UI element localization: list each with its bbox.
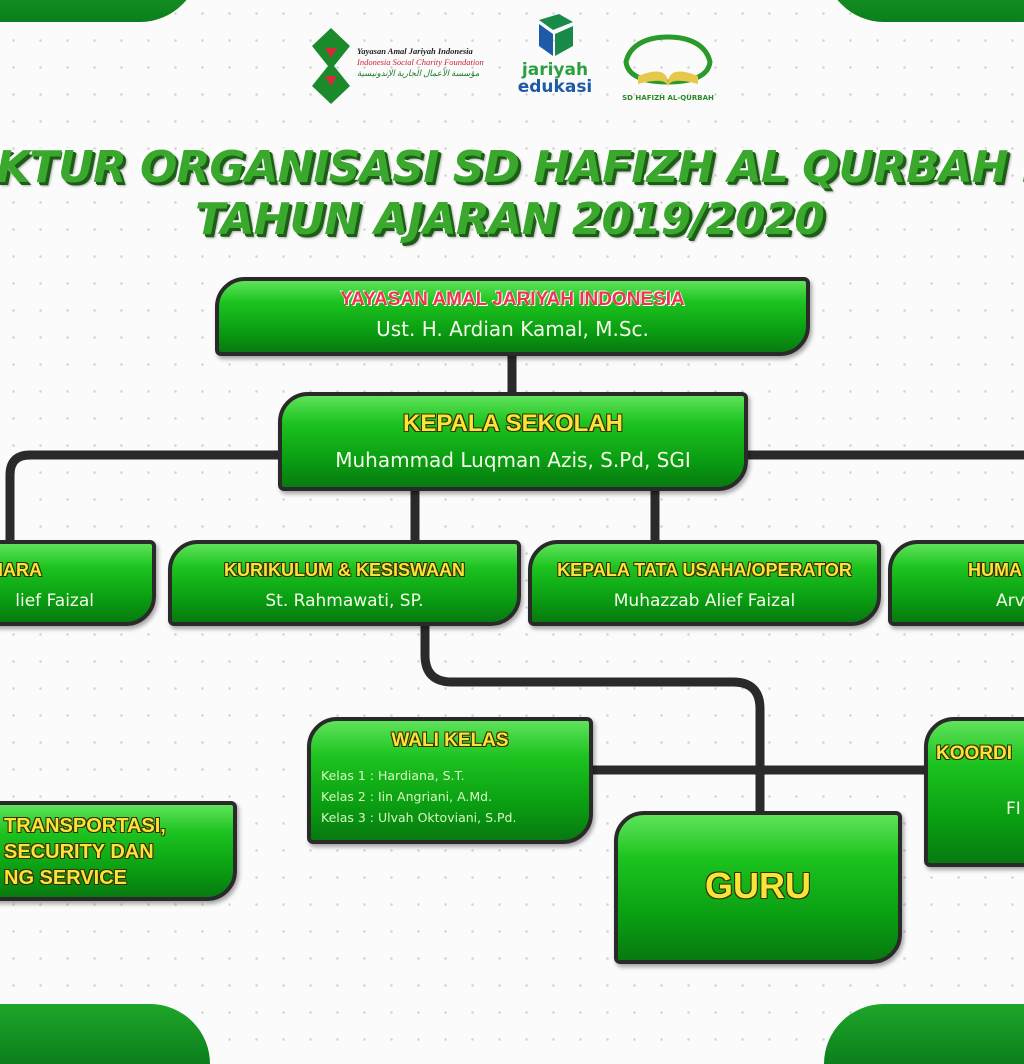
school-logo: SD HAFIZH AL-QURBAH [613, 34, 723, 114]
node-kurikulum: KURIKULUM & KESISWAAN St. Rahmawati, SP. [168, 540, 521, 626]
node-humas-name: Arv [996, 591, 1024, 611]
title-line-2: TAHUN AJARAN 2019/2020 [195, 194, 825, 245]
node-koordinator: KOORDI FI [924, 717, 1024, 867]
connector-kepala-left [5, 450, 280, 545]
node-wali-kelas: WALI KELAS Kelas 1 : Hardiana, S.T. Kela… [307, 717, 593, 844]
node-humas: HUMA Arv [888, 540, 1024, 626]
title-line-1: KTUR ORGANISASI SD HAFIZH AL QURBAH B [0, 142, 1024, 193]
node-transport-security: TRANSPORTASI, SECURITY DAN NG SERVICE [0, 801, 237, 901]
connector-lines [5, 355, 1024, 815]
node-koordinator-name: FI [1006, 799, 1021, 819]
yayasan-logo-line1: Yayasan Amal Jariyah Indonesia [357, 46, 473, 56]
corner-decoration-top-right [824, 0, 1024, 22]
school-logo-caption: SD HAFIZH AL-QURBAH [622, 94, 714, 102]
node-guru: GURU [614, 811, 902, 964]
node-transport-line: TRANSPORTASI, [4, 815, 166, 837]
logo-row: Yayasan Amal Jariyah Indonesia Indonesia… [305, 14, 725, 120]
node-walikelas-heading: WALI KELAS [391, 730, 509, 751]
walikelas-item: Kelas 1 : Hardiana, S.T. [321, 768, 465, 783]
edukasi-word: edukasi [517, 77, 593, 97]
node-humas-heading: HUMA [968, 560, 1022, 580]
jariyah-edukasi-logo: jariyah edukasi [515, 12, 595, 112]
node-kurikulum-heading: KURIKULUM & KESISWAAN [224, 560, 465, 580]
yayasan-logo: Yayasan Amal Jariyah Indonesia Indonesia… [305, 26, 505, 106]
node-bendahara-heading: HARA [0, 560, 42, 580]
corner-decoration-top-left [0, 0, 200, 22]
node-tata-usaha: KEPALA TATA USAHA/OPERATOR Muhazzab Alie… [528, 540, 881, 626]
yayasan-logo-line2: Indonesia Social Charity Foundation [357, 57, 484, 67]
yayasan-logo-line3: مؤسسة الأعمال الجارية الإندونيسية [357, 68, 480, 78]
node-kurikulum-name: St. Rahmawati, SP. [265, 591, 424, 611]
node-yayasan: YAYASAN AMAL JARIYAH INDONESIA Ust. H. A… [215, 277, 810, 356]
node-tatausaha-name: Muhazzab Alief Faizal [613, 591, 796, 611]
node-kepala-sekolah: KEPALA SEKOLAH Muhammad Luqman Azis, S.P… [278, 392, 748, 491]
walikelas-item: Kelas 3 : Ulvah Oktoviani, S.Pd. [321, 810, 517, 825]
jariyah-word: jariyah [521, 60, 589, 80]
node-bendahara-name: lief Faizal [15, 591, 94, 611]
node-yayasan-heading: YAYASAN AMAL JARIYAH INDONESIA [340, 289, 685, 310]
connector-kurikulum-guru [420, 622, 765, 815]
node-tatausaha-heading: KEPALA TATA USAHA/OPERATOR [557, 560, 852, 580]
walikelas-item: Kelas 2 : Iin Angriani, A.Md. [321, 789, 493, 804]
node-bendahara: HARA lief Faizal [0, 540, 156, 626]
node-yayasan-name: Ust. H. Ardian Kamal, M.Sc. [376, 317, 649, 341]
node-transport-line: NG SERVICE [4, 867, 127, 889]
quran-book-emblem-icon [623, 34, 713, 88]
node-koordinator-heading: KOORDI [936, 743, 1012, 764]
box-emblem-icon [539, 14, 573, 56]
node-guru-heading: GURU [705, 865, 811, 906]
node-transport-line: SECURITY DAN [4, 841, 154, 863]
node-kepala-name: Muhammad Luqman Azis, S.Pd, SGI [335, 448, 691, 472]
yayasan-emblem-icon [312, 28, 350, 104]
node-kepala-heading: KEPALA SEKOLAH [402, 410, 623, 437]
